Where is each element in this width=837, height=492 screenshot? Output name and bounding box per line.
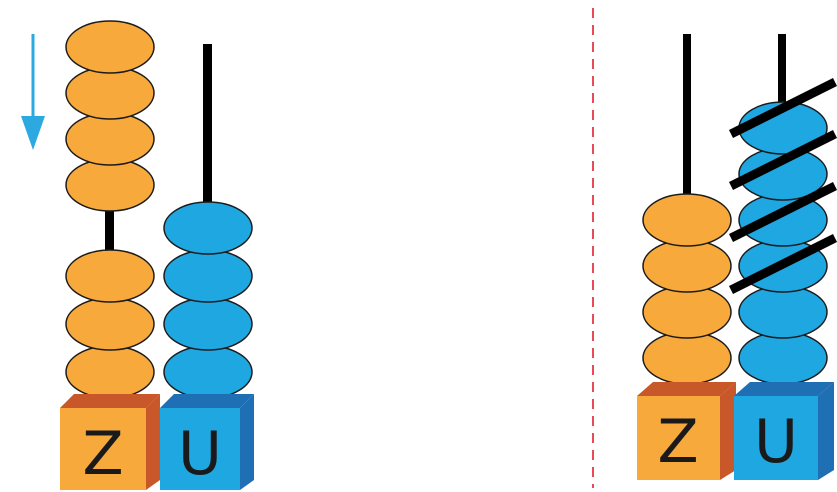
left-tens-label: Z bbox=[82, 419, 123, 489]
strikethrough-mark bbox=[728, 77, 837, 139]
tens-bead bbox=[65, 20, 155, 74]
right-tens-cube: Z bbox=[637, 382, 736, 480]
tens-bead bbox=[65, 297, 155, 351]
right-units-strikethroughs bbox=[728, 77, 837, 295]
units-bead bbox=[163, 201, 253, 255]
down-arrow-icon bbox=[21, 34, 45, 150]
tens-bead bbox=[642, 285, 732, 339]
tens-bead bbox=[642, 331, 732, 385]
units-bead bbox=[738, 193, 828, 247]
strikethrough-mark bbox=[728, 233, 837, 295]
right-units-cube: U bbox=[734, 382, 834, 480]
units-bead bbox=[163, 249, 253, 303]
left-units-label: U bbox=[178, 419, 222, 489]
tens-bead bbox=[65, 345, 155, 399]
right-tens-beads bbox=[642, 193, 732, 385]
tens-bead bbox=[65, 112, 155, 166]
tens-bead bbox=[642, 239, 732, 293]
units-bead bbox=[163, 345, 253, 399]
units-bead bbox=[738, 285, 828, 339]
left-units-cube: U bbox=[160, 394, 254, 490]
left-tens-beads-lifted bbox=[65, 20, 155, 212]
left-tens-cube: Z bbox=[60, 394, 160, 490]
left-tens-beads-base bbox=[65, 249, 155, 399]
units-bead bbox=[163, 297, 253, 351]
strikethrough-mark bbox=[728, 129, 837, 191]
right-tens-label: Z bbox=[657, 407, 698, 477]
right-units-label: U bbox=[754, 407, 798, 477]
tens-bead bbox=[65, 158, 155, 212]
strikethrough-mark bbox=[728, 181, 837, 243]
left-units-beads bbox=[163, 201, 253, 399]
tens-bead bbox=[65, 249, 155, 303]
units-bead bbox=[738, 331, 828, 385]
right-abacus: Z U bbox=[637, 34, 837, 480]
tens-bead bbox=[65, 66, 155, 120]
tens-bead bbox=[642, 193, 732, 247]
left-abacus: Z U bbox=[21, 20, 254, 490]
